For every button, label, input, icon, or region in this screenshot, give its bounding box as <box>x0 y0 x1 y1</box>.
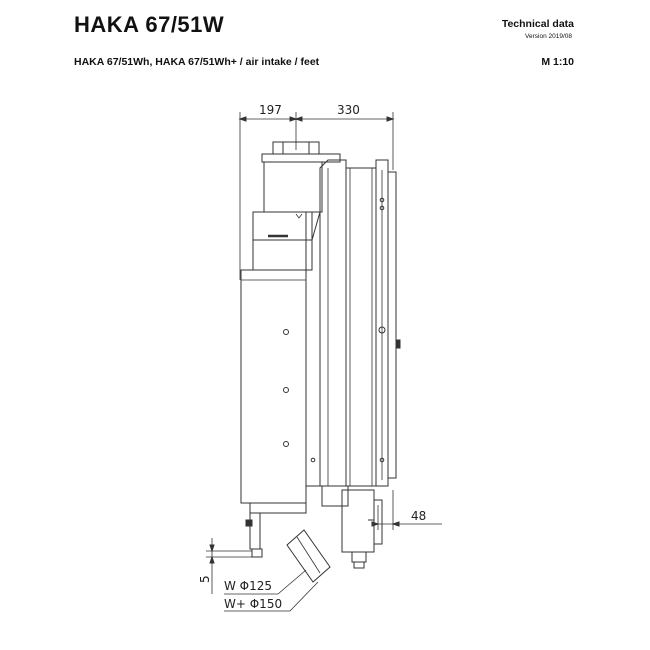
page-subtitle: HAKA 67/51Wh, HAKA 67/51Wh+ / air intake… <box>74 56 320 68</box>
scale-label: M 1:10 <box>541 56 574 68</box>
air-inlet-block <box>252 211 321 271</box>
diameter-leaders <box>224 569 319 612</box>
stove-main-body <box>305 159 401 487</box>
diameter-label-wplus: W+ Φ150 <box>224 597 282 611</box>
diameter-label-w: W Φ125 <box>224 579 272 593</box>
base-frame <box>245 485 383 569</box>
side-cladding-panel <box>240 269 307 504</box>
top-dimension <box>238 112 395 280</box>
document-type: Technical data <box>501 18 574 30</box>
dimension-48 <box>371 490 442 530</box>
page-title: HAKA 67/51W <box>74 12 225 37</box>
dimension-label-197: 197 <box>259 103 282 117</box>
dimension-label-330: 330 <box>337 103 360 117</box>
version-label: Version 2019/08 <box>525 33 572 40</box>
dimension-label-5: 5 <box>198 575 212 583</box>
dimension-5 <box>206 538 252 594</box>
air-intake-duct <box>286 529 331 583</box>
dimension-label-48: 48 <box>411 509 426 523</box>
